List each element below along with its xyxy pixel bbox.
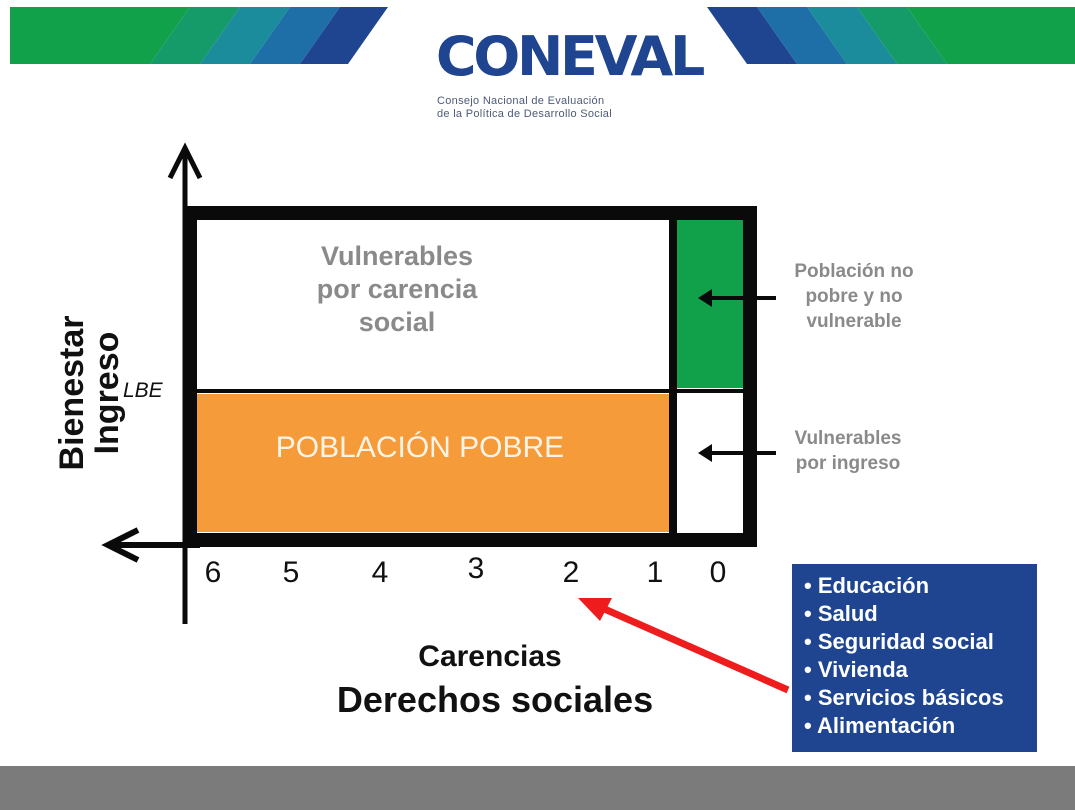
logo-subtitle-line2: de la Política de Desarrollo Social: [437, 108, 612, 120]
carencias-item-educacion: • Educación: [804, 573, 930, 598]
y-axis-title-line1: Bienestar: [53, 315, 91, 471]
footer-bar: [0, 766, 1075, 810]
arrow-no-pobre-head: [698, 289, 712, 307]
banner-right: [707, 7, 1075, 64]
vulnerables-carencia-label: Vulnerables por carencia social: [292, 240, 502, 339]
no-pobre-line2: pobre y no: [805, 286, 903, 307]
x-axis-title-line2: Derechos sociales: [336, 679, 654, 720]
x-axis-arrowhead: [101, 527, 140, 563]
arrow-ingreso-head: [698, 444, 712, 462]
vulnerables-ingreso-line2: por ingreso: [795, 453, 901, 474]
y-axis-title-line2: Ingreso: [88, 331, 126, 455]
carencias-item-vivienda: • Vivienda: [804, 657, 908, 682]
lbe-label: LBE: [123, 379, 163, 402]
logo-subtitle: Consejo Nacional de Evaluación de la Pol…: [437, 95, 667, 121]
no-pobre-label: Población no pobre y no vulnerable: [776, 259, 932, 334]
no-pobre-line3: vulnerable: [806, 311, 902, 332]
carencias-list-box: • Educación • Salud • Seguridad social •…: [792, 564, 1037, 752]
diagram-frame: [183, 206, 757, 547]
poblacion-pobre-region: [197, 394, 670, 532]
carencias-item-seguridad-social: • Seguridad social: [804, 629, 994, 654]
x-tick-5: 5: [282, 556, 300, 589]
vulnerables-ingreso-label: Vulnerables por ingreso: [770, 426, 926, 476]
vulnerables-carencia-line2: por carencia: [316, 274, 478, 304]
vulnerables-carencia-line3: social: [358, 307, 436, 337]
x-tick-3: 3: [467, 552, 485, 585]
y-axis-title: Bienestar Ingreso: [44, 258, 134, 528]
x-tick-2: 2: [562, 556, 580, 589]
logo-subtitle-line1: Consejo Nacional de Evaluación: [437, 95, 605, 107]
x-tick-0: 0: [709, 556, 727, 589]
banner-left: [10, 7, 388, 64]
y-axis-arrowhead: [167, 142, 203, 180]
carencias-item-servicios-basicos: • Servicios básicos: [804, 685, 1004, 710]
carencias-item-alimentacion: • Alimentación: [804, 713, 956, 738]
logo-wordmark: CONEVAL: [436, 25, 705, 88]
x-axis-title-line1: Carencias: [418, 640, 562, 673]
x-tick-4: 4: [371, 556, 389, 589]
red-arrow-shaft: [598, 603, 790, 694]
vulnerables-ingreso-line1: Vulnerables: [794, 428, 902, 449]
vulnerables-carencia-line1: Vulnerables: [320, 241, 474, 271]
red-arrow-head: [578, 598, 612, 621]
x-tick-6: 6: [204, 556, 222, 589]
carencias-item-salud: • Salud: [804, 601, 878, 626]
no-pobre-line1: Población no: [794, 261, 914, 282]
x-tick-1: 1: [646, 556, 664, 589]
poblacion-pobre-label: POBLACIÓN POBRE: [275, 431, 565, 464]
